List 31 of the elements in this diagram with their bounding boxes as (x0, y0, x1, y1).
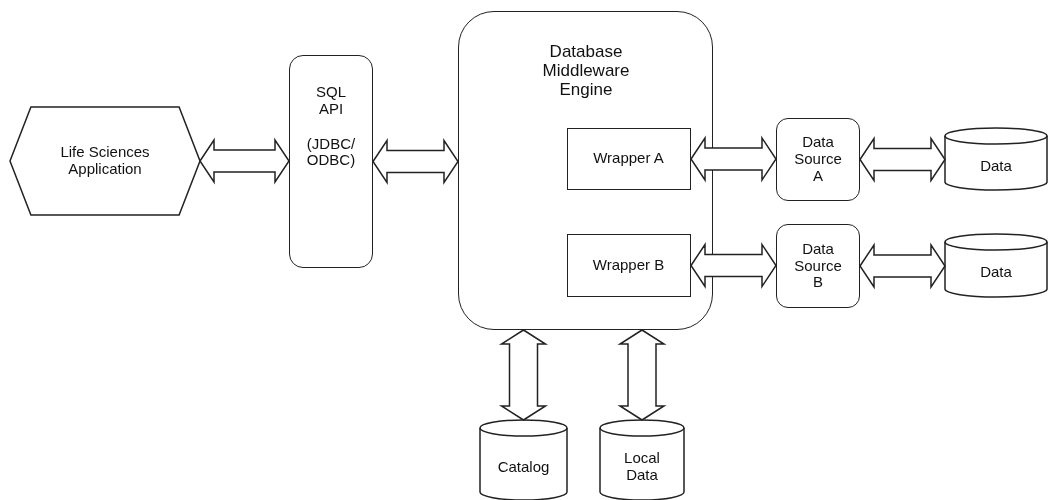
node-label: Life Sciences Application (60, 144, 150, 178)
database-cylinder (945, 234, 1047, 297)
double-block-arrow (859, 242, 946, 290)
node-label: Wrapper A (593, 150, 664, 167)
node-label: Wrapper B (592, 256, 665, 274)
node-label: SQL API (315, 84, 347, 118)
node-label: Database Middleware Engine (541, 42, 631, 100)
node-label: Data Source A (793, 134, 843, 185)
wrapper-box (566, 127, 691, 190)
database-cylinder (480, 420, 567, 500)
data-source-box (776, 118, 860, 201)
double-block-arrow (617, 329, 667, 421)
node-label: Data (980, 157, 1012, 175)
database-cylinder (945, 128, 1047, 190)
double-block-arrow (859, 136, 946, 183)
node-label: Data (980, 264, 1012, 281)
engine-box (458, 11, 713, 330)
double-block-arrow (690, 242, 777, 289)
hexagon-node (10, 107, 200, 215)
double-block-arrow (498, 329, 549, 421)
double-block-arrow (199, 137, 290, 185)
double-block-arrow (372, 138, 459, 185)
node-label: Data Source B (793, 240, 843, 292)
api-box (289, 55, 373, 268)
node-label: Local Data (623, 450, 661, 484)
database-cylinder (600, 420, 684, 500)
node-label: Catalog (497, 458, 550, 476)
double-block-arrow (690, 135, 777, 183)
node-label: (JDBC/ ODBC) (306, 135, 356, 170)
wrapper-box (566, 233, 691, 297)
data-source-box (776, 224, 860, 308)
